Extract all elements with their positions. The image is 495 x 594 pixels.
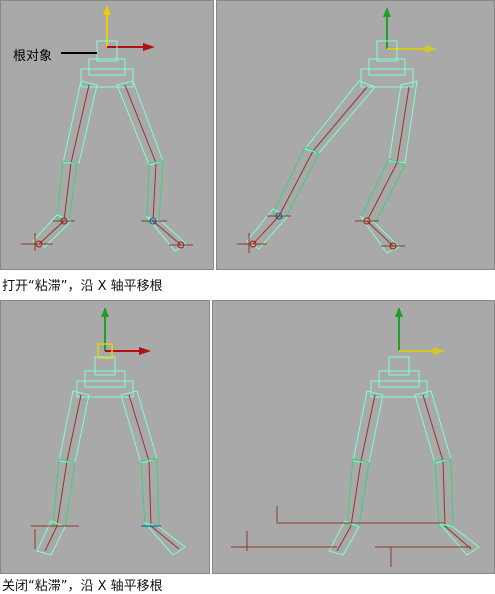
caption-sticky-on: 打开“粘滞”，沿 X 轴平移根 bbox=[2, 279, 163, 294]
viewport-bottom-right[interactable] bbox=[212, 300, 495, 574]
right-leg bbox=[120, 390, 186, 556]
transform-gizmo-icon[interactable] bbox=[103, 5, 155, 51]
pelvis bbox=[360, 40, 414, 88]
left-leg bbox=[32, 80, 98, 248]
root-object-label: 根对象 bbox=[13, 49, 53, 64]
right-leg bbox=[359, 80, 418, 254]
right-leg bbox=[414, 390, 480, 556]
transform-gizmo-icon[interactable] bbox=[395, 307, 445, 355]
viewport-bottom-left[interactable] bbox=[0, 300, 210, 574]
left-leg bbox=[31, 390, 90, 556]
biped-rig-sticky-on-after bbox=[237, 7, 437, 254]
pelvis bbox=[76, 356, 134, 398]
caption-sticky-off: 关闭“粘滞”，沿 X 轴平移根 bbox=[2, 579, 163, 594]
biped-rig-sticky-off-before bbox=[31, 307, 186, 556]
transform-gizmo-icon[interactable] bbox=[97, 307, 151, 359]
left-leg bbox=[246, 80, 376, 250]
viewport-top-left[interactable]: 根对象 bbox=[0, 0, 214, 270]
pelvis bbox=[80, 40, 134, 88]
biped-rig-sticky-on-before bbox=[21, 5, 193, 252]
pelvis bbox=[370, 356, 428, 398]
foot-pivot-icon bbox=[231, 506, 471, 567]
right-leg bbox=[116, 80, 188, 252]
viewport-top-right[interactable] bbox=[216, 0, 495, 270]
root-marker-icon bbox=[97, 343, 113, 359]
foot-pivot-icon bbox=[237, 212, 405, 253]
foot-pivot-icon bbox=[21, 217, 193, 251]
biped-rig-sticky-off-after bbox=[231, 307, 480, 567]
transform-gizmo-icon[interactable] bbox=[383, 7, 437, 53]
left-leg bbox=[328, 390, 384, 556]
